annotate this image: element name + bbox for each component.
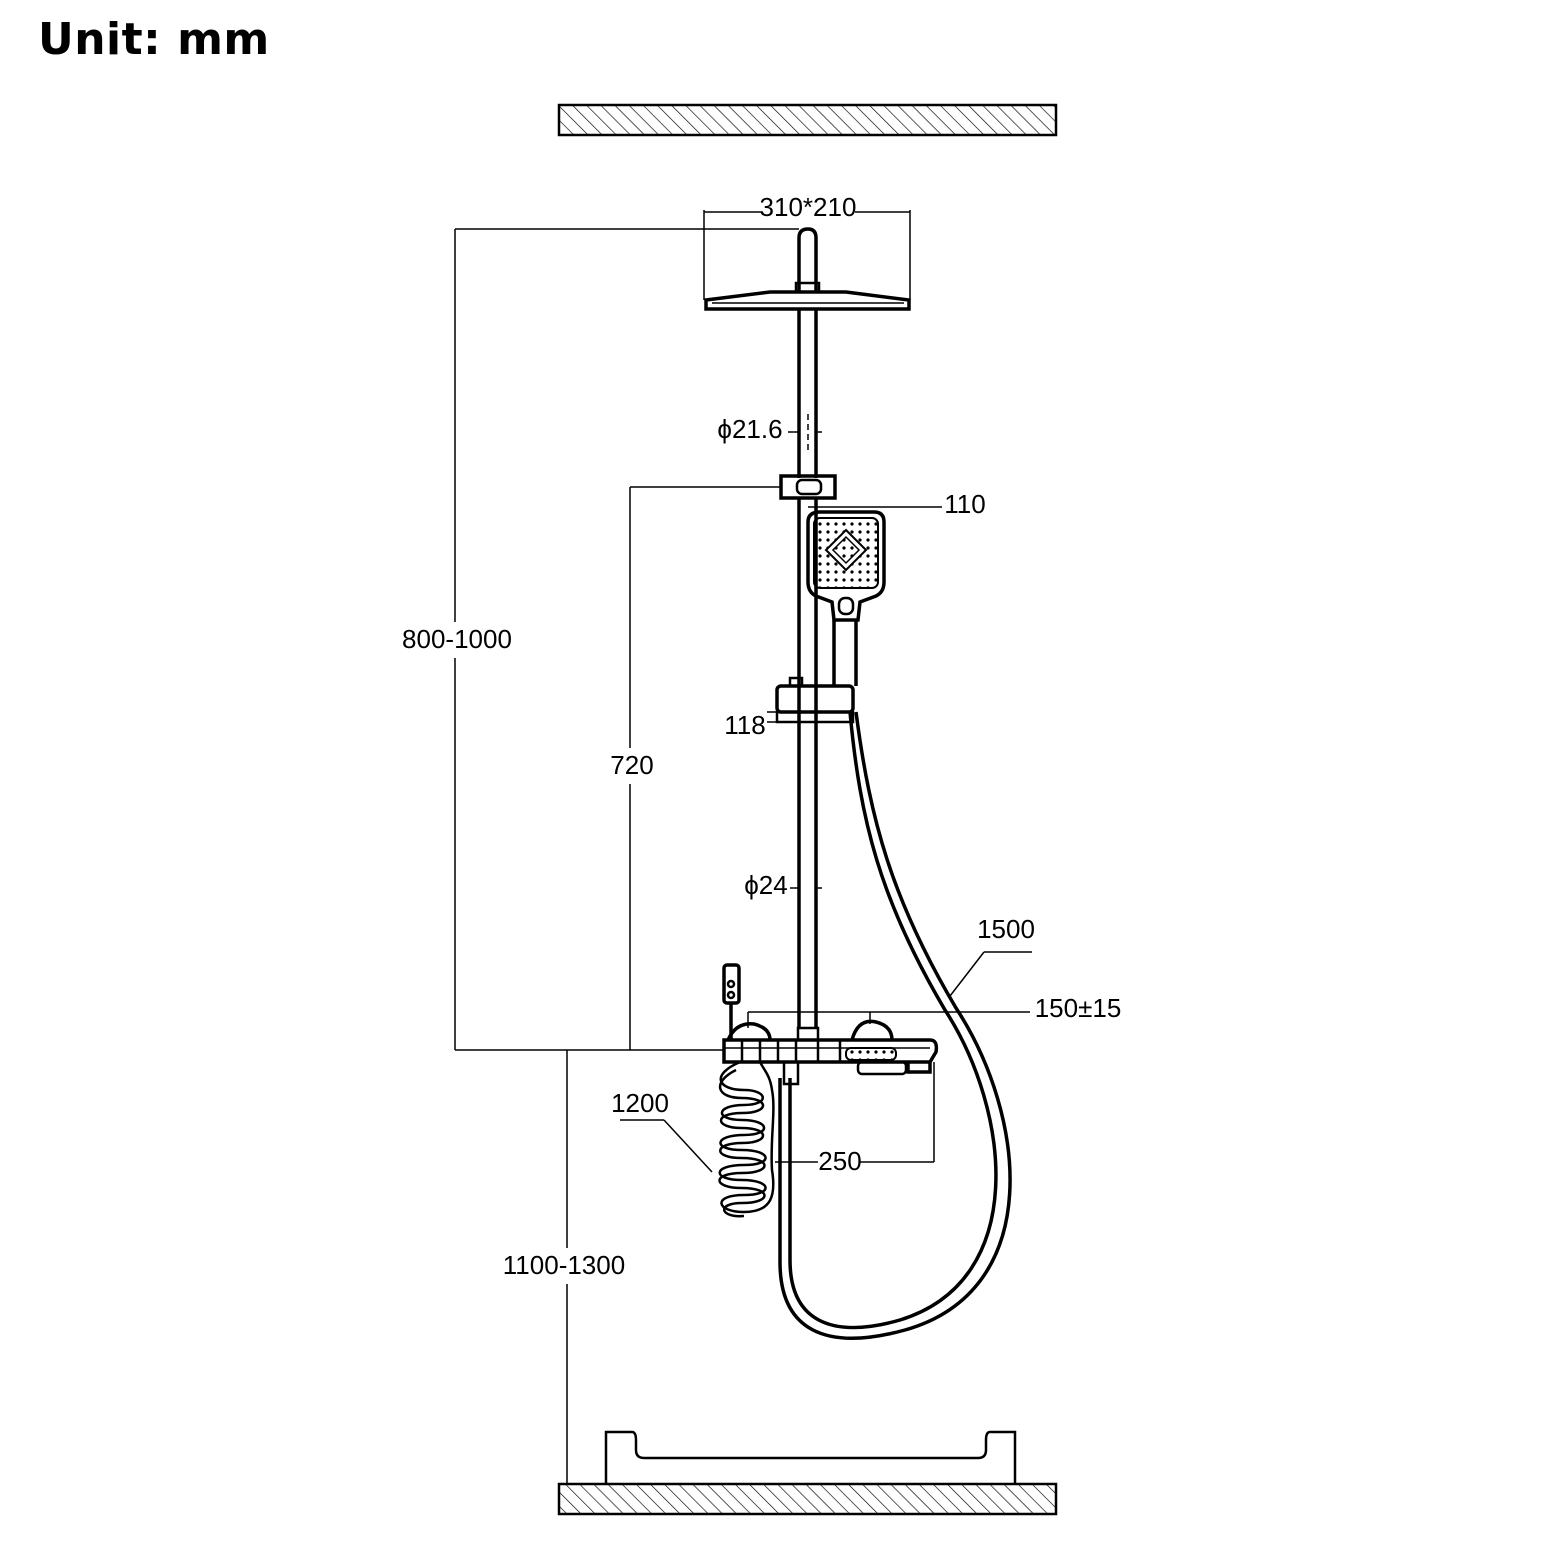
slider-holder bbox=[775, 676, 855, 724]
dim-mount-height: 1100-1300 bbox=[503, 1250, 625, 1280]
dim-spout-length: 250 bbox=[818, 1146, 861, 1176]
ceiling-slab bbox=[557, 103, 1058, 137]
hand-spray bbox=[722, 963, 741, 1040]
dim-handshower-width: 110 bbox=[944, 489, 985, 519]
dim-holder-height: 118 bbox=[724, 710, 765, 740]
hand-shower bbox=[806, 510, 886, 686]
mixer-valve bbox=[722, 1019, 939, 1086]
shower-hose bbox=[778, 711, 1012, 1340]
dim-hose-length: 1500 bbox=[977, 914, 1035, 944]
dim-upper-pipe-diameter: ϕ21.6 bbox=[717, 414, 782, 444]
dim-inlet-spacing: 150±15 bbox=[1035, 993, 1122, 1023]
bathtub-outline bbox=[604, 1430, 1017, 1484]
dim-slide-bar-height: 720 bbox=[610, 750, 653, 780]
dimension-lines bbox=[454, 210, 1032, 1484]
upper-bracket bbox=[779, 474, 837, 500]
dim-lower-pipe-diameter: ϕ24 bbox=[744, 870, 787, 900]
rain-showerhead bbox=[704, 227, 911, 311]
floor-slab bbox=[557, 1482, 1058, 1516]
dim-spring-hose-length: 1200 bbox=[611, 1088, 669, 1118]
spring-hose bbox=[718, 1060, 775, 1218]
dim-total-height: 800-1000 bbox=[402, 624, 512, 654]
unit-label: Unit: mm bbox=[38, 14, 270, 65]
upper-pipe bbox=[797, 309, 818, 478]
dim-showerhead-size: 310*210 bbox=[760, 192, 857, 222]
